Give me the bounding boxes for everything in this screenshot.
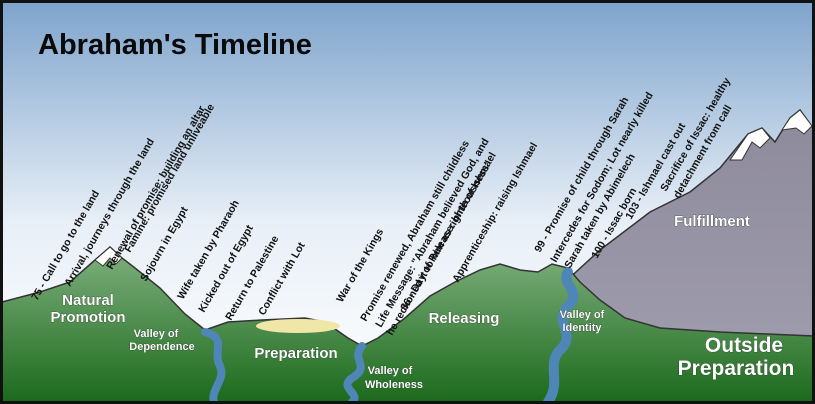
- region-valley-wholeness-1: Valley of: [368, 365, 413, 377]
- region-natural-promotion-2: Promotion: [51, 309, 126, 326]
- region-valley-identity-1: Valley of: [560, 309, 605, 321]
- river-dependence: [201, 328, 226, 404]
- region-valley-dependence-2: Dependence: [129, 341, 194, 353]
- region-valley-wholeness-2: Wholeness: [365, 379, 423, 391]
- preparation-plateau: [256, 319, 340, 333]
- region-fulfillment: Fulfillment: [674, 213, 750, 230]
- region-valley-identity-2: Identity: [562, 322, 602, 334]
- river-identity: [543, 267, 579, 404]
- region-releasing: Releasing: [429, 310, 500, 327]
- region-natural-promotion-1: Natural: [62, 292, 114, 309]
- diagram-title: Abraham's Timeline: [38, 29, 312, 61]
- region-valley-dependence-1: Valley of: [134, 328, 179, 340]
- region-preparation: Preparation: [254, 345, 337, 362]
- region-outside-preparation-1: Outside: [705, 334, 783, 357]
- ground: [1, 245, 814, 403]
- river-wholeness: [343, 342, 366, 404]
- snowcap-1: [729, 127, 771, 161]
- natural-promotion-snowcap: [94, 246, 123, 267]
- region-outside-preparation-2: Preparation: [678, 357, 795, 380]
